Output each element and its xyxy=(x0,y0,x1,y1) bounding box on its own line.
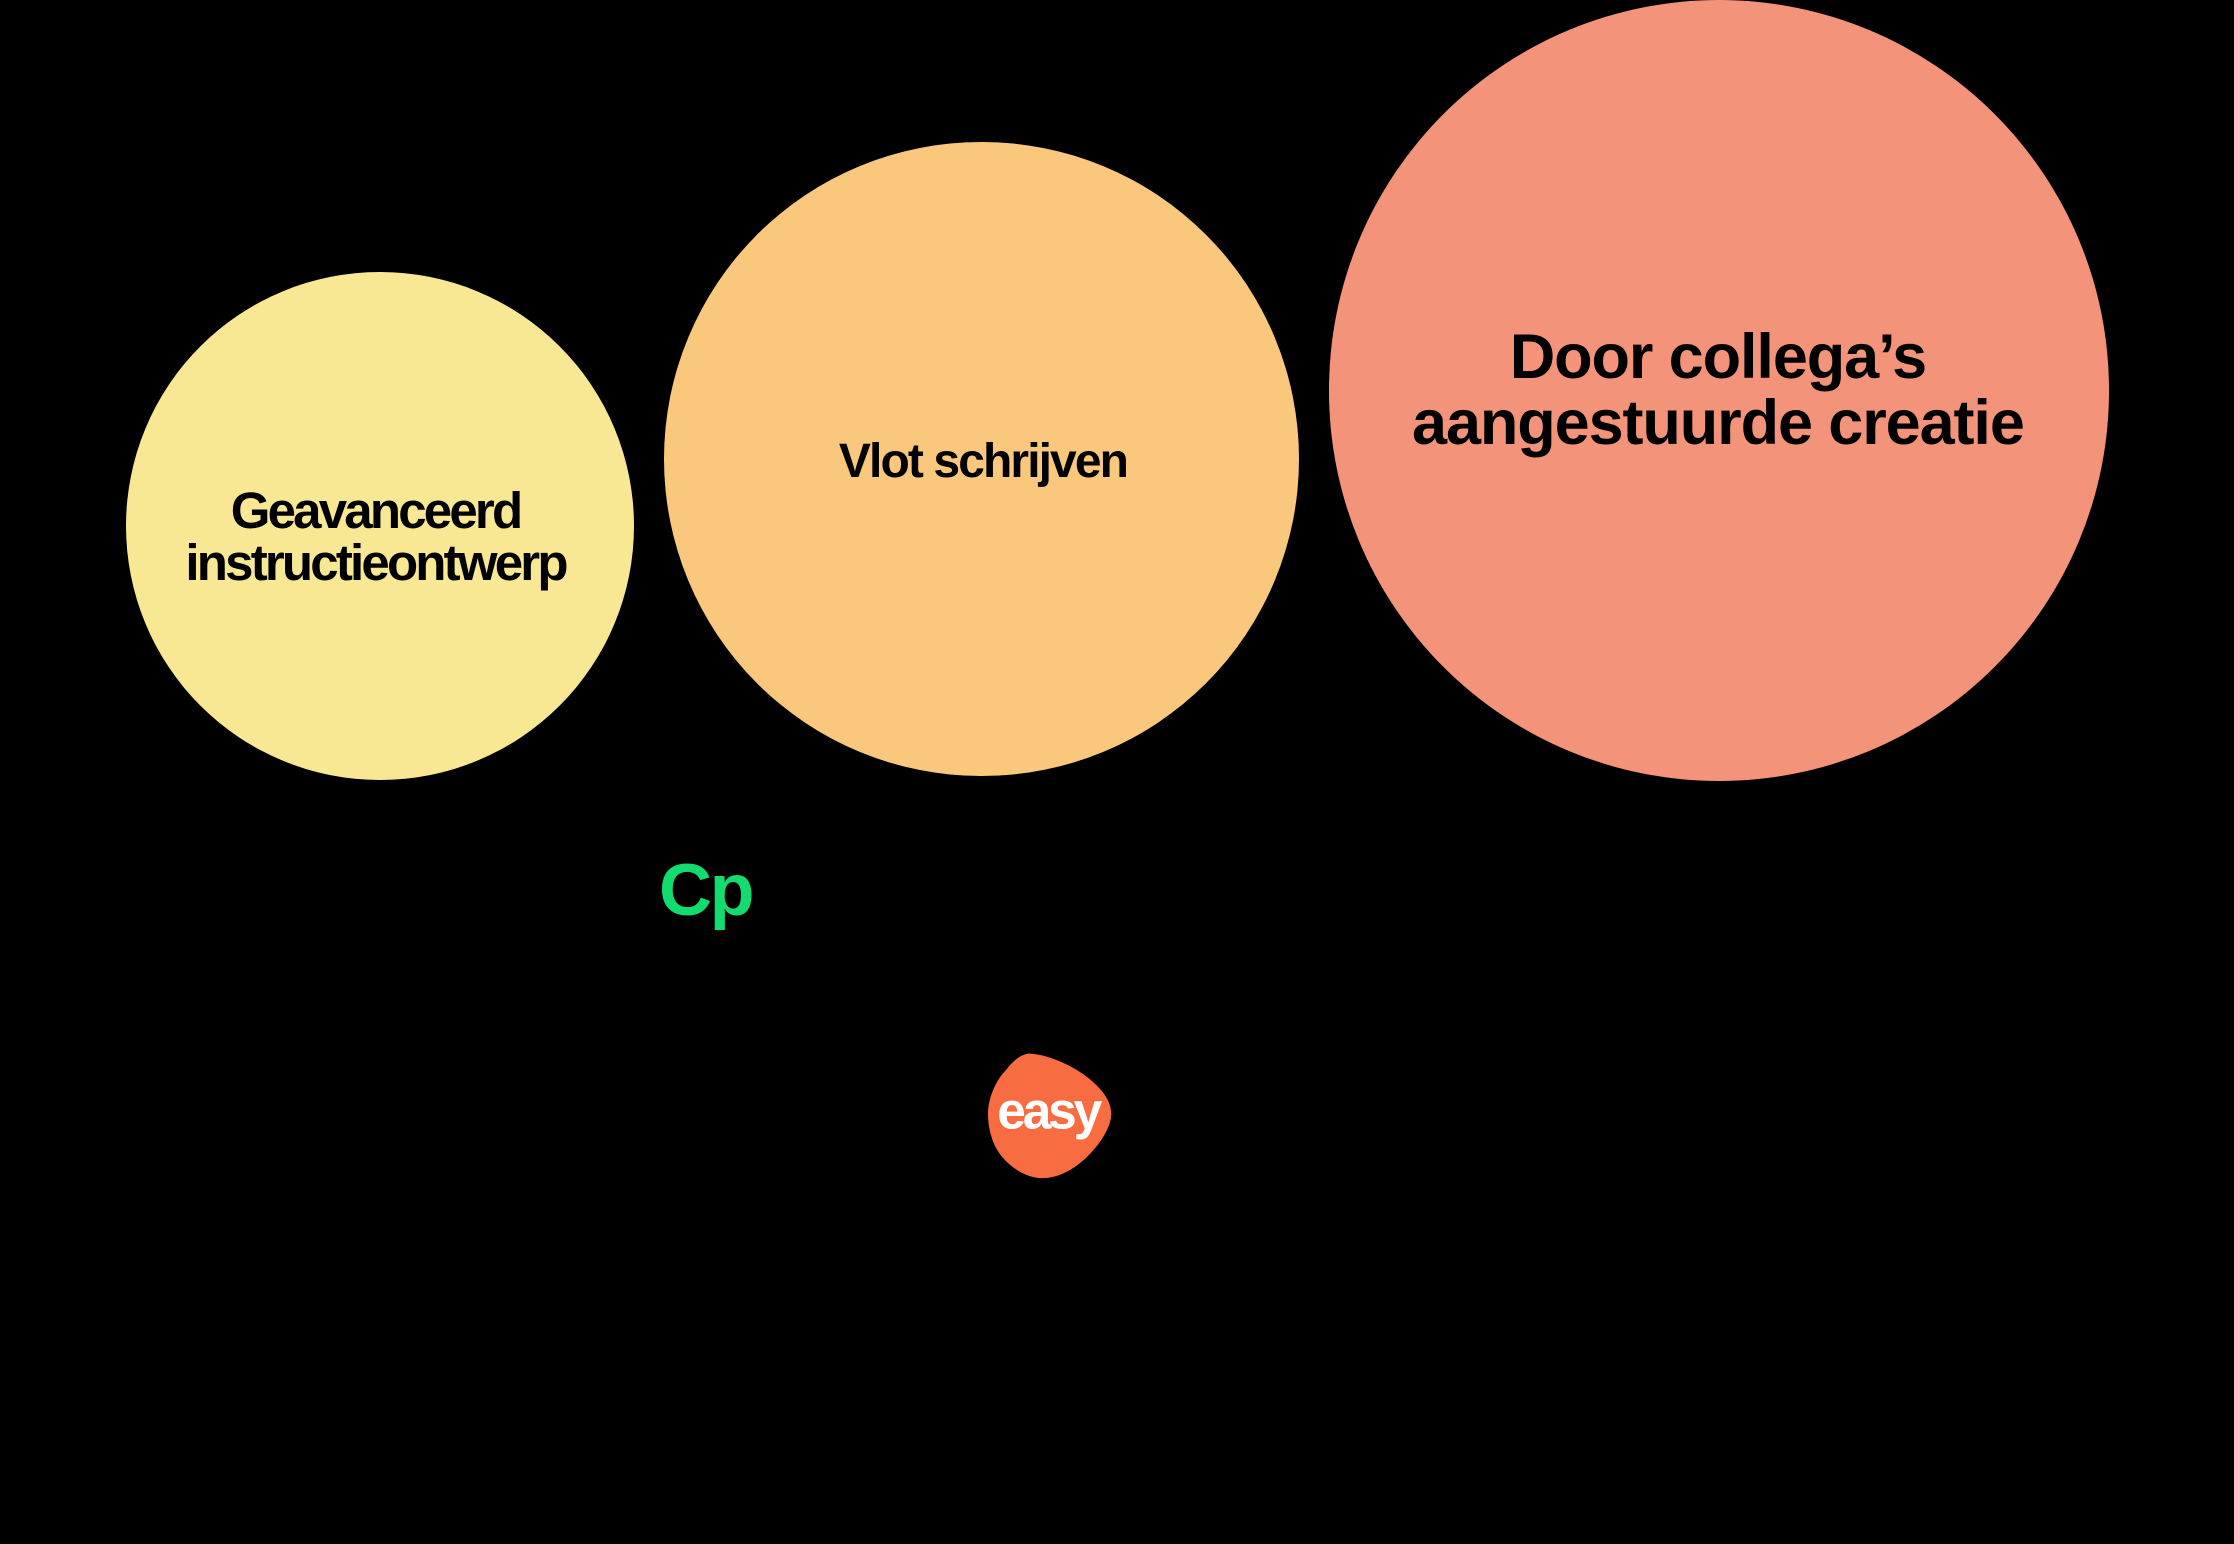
svg-text:easy: easy xyxy=(997,1081,1102,1139)
